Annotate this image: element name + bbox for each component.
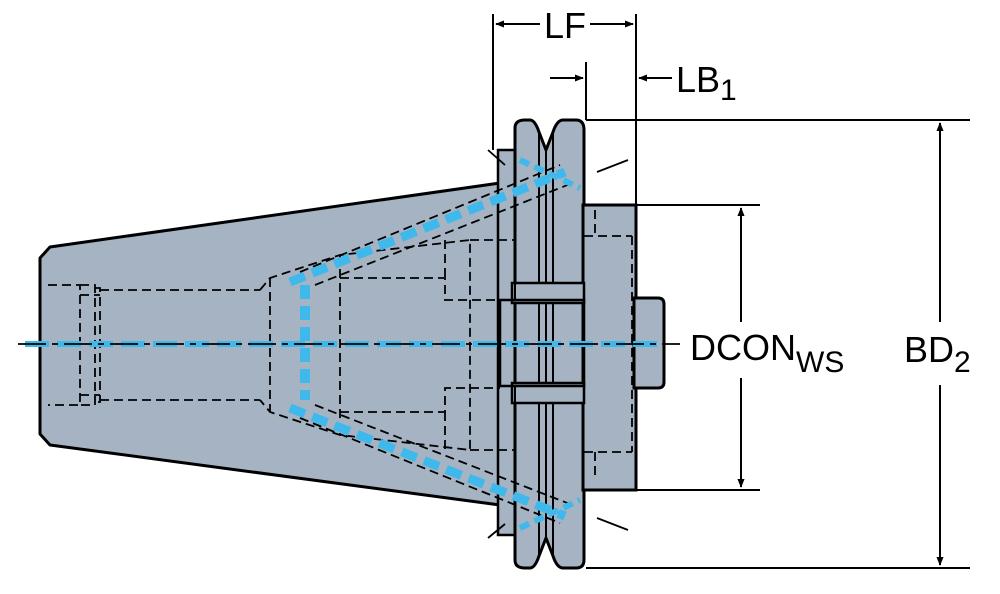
hidden-lines (48, 164, 633, 524)
dimension-bd2 (586, 119, 970, 569)
dimension-dcon (636, 204, 760, 491)
label-dcon-ws: DCONWS (690, 327, 844, 379)
label-lf: LF (544, 5, 586, 46)
label-bd2: BD2 (904, 329, 971, 379)
dimension-lb1 (550, 62, 672, 120)
dimension-lf (492, 14, 637, 205)
label-lb1: LB1 (676, 59, 737, 107)
drive-slot (498, 281, 586, 405)
spigot (581, 203, 638, 492)
flange-ticks (487, 149, 629, 539)
